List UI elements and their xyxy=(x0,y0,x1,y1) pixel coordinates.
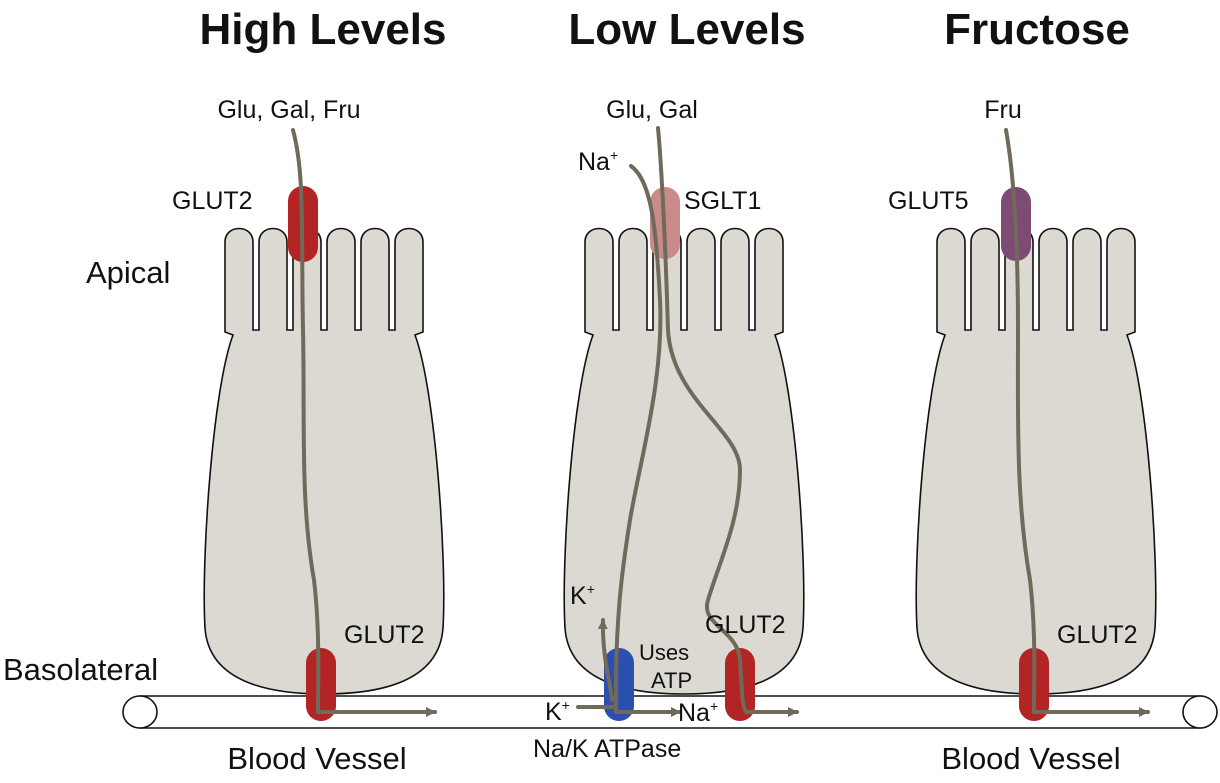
pump-note-line-1: Uses xyxy=(639,640,689,665)
potassium-out-label: K+ xyxy=(570,581,595,610)
title-low-levels: Low Levels xyxy=(568,5,805,54)
glut5-label: GLUT5 xyxy=(888,187,969,215)
glut2-basolateral-label-low: GLUT2 xyxy=(705,611,786,639)
transport-path-sodium-sglt1 xyxy=(613,164,682,714)
blood-vessel-right-opening xyxy=(1182,695,1218,729)
title-high-levels: High Levels xyxy=(200,5,447,54)
glut2-basolateral-transporter-high xyxy=(306,648,336,721)
potassium-in-symbol: K xyxy=(545,698,562,726)
blood-vessel-label-left: Blood Vessel xyxy=(227,741,406,776)
enterocyte-fructose xyxy=(915,227,1157,695)
potassium-in-charge: + xyxy=(562,697,570,713)
basolateral-side-label: Basolateral xyxy=(3,652,158,687)
na-k-atpase-pump xyxy=(604,648,634,721)
substrate-label-high: Glu, Gal, Fru xyxy=(217,96,360,124)
potassium-in-label: K+ xyxy=(545,697,570,726)
sglt1-label: SGLT1 xyxy=(684,187,761,215)
glut2-apical-label: GLUT2 xyxy=(172,187,253,215)
potassium-out-arrow xyxy=(597,618,614,702)
sodium-out-symbol: Na xyxy=(678,699,710,727)
enterocyte-low-levels xyxy=(563,227,805,695)
enterocyte-high-levels xyxy=(203,227,445,695)
transport-path-fructose xyxy=(1004,128,1150,717)
na-k-atpase-label: Na/K ATPase xyxy=(533,735,681,763)
blood-vessel-left-opening xyxy=(122,695,158,729)
potassium-out-symbol: K xyxy=(570,582,587,610)
blood-vessel-label-right: Blood Vessel xyxy=(941,741,1120,776)
glut2-basolateral-label-fructose: GLUT2 xyxy=(1057,621,1138,649)
sodium-in-label: Na+ xyxy=(578,147,618,176)
glut2-basolateral-label-high: GLUT2 xyxy=(344,621,425,649)
substrate-label-low: Glu, Gal xyxy=(606,96,698,124)
title-fructose: Fructose xyxy=(944,5,1130,54)
sodium-in-charge: + xyxy=(610,147,618,163)
apical-side-label: Apical xyxy=(86,255,170,290)
substrate-label-fructose: Fru xyxy=(984,96,1022,124)
sodium-out-label: Na+ xyxy=(678,698,718,727)
sodium-out-charge: + xyxy=(710,698,718,714)
transport-path-high-levels xyxy=(291,128,437,717)
transport-path-glucose-sglt1 xyxy=(656,126,799,717)
potassium-out-charge: + xyxy=(587,581,595,597)
sodium-in-symbol: Na xyxy=(578,148,610,176)
pump-note-line-2: ATP xyxy=(651,668,692,693)
